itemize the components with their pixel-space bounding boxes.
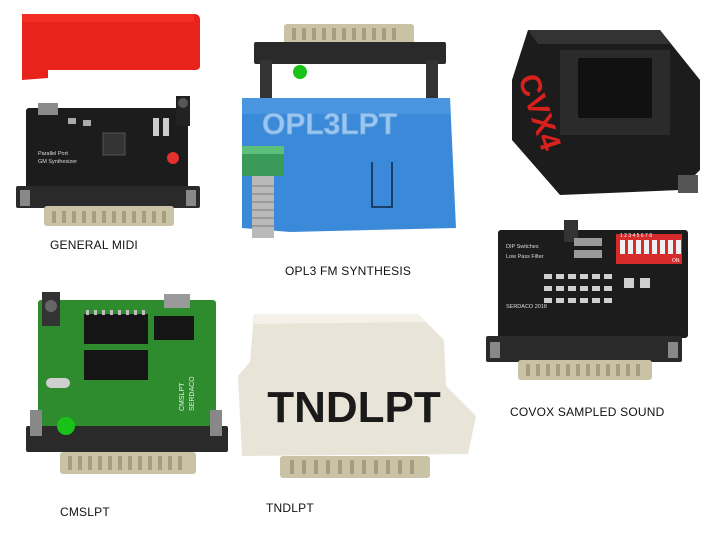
covox-board-text-3: SERDACO 2018 — [506, 304, 547, 310]
cvx4-photo: CVX4 — [511, 30, 700, 195]
caption-tndlpt: TNDLPT — [266, 501, 314, 515]
opl3-photo: OPL3LPT — [242, 24, 456, 238]
cmslpt-board-text-1: CMSLPT — [179, 382, 186, 411]
covox-db25-connector — [486, 336, 682, 380]
general-midi-photo: Parallel Port GM Synthesizer — [16, 14, 200, 226]
covox-pcb: 1 2 3 4 5 6 7 8 ON DIP Switches Low Pass… — [498, 220, 688, 338]
tndlpt-photo: TNDLPT — [238, 314, 476, 478]
cmslpt-db25-connector — [26, 410, 228, 474]
red-cover — [22, 14, 200, 80]
caption-cmslpt: CMSLPT — [60, 505, 110, 519]
tndlpt-db25-connector — [280, 456, 430, 478]
midi-board-text-1: Parallel Port — [38, 151, 68, 157]
caption-covox: COVOX SAMPLED SOUND — [510, 405, 665, 419]
green-dot — [293, 65, 307, 79]
tndlpt-case-text: TNDLPT — [267, 383, 441, 432]
cvx4-black-case: CVX4 — [511, 30, 700, 195]
covox-board-text-2: Low Pass Filter — [506, 254, 544, 260]
cmslpt-green-dot — [57, 417, 75, 435]
covox-on-label: ON — [672, 258, 680, 264]
cmslpt-pcb: CMSLPT SERDACO — [38, 292, 216, 432]
tndlpt-case: TNDLPT — [238, 314, 476, 456]
midi-db25-connector — [16, 186, 200, 226]
caption-general-midi: GENERAL MIDI — [50, 238, 138, 252]
opl3-blue-case: OPL3LPT — [242, 98, 456, 232]
covox-dip-numbers: 1 2 3 4 5 6 7 8 — [620, 233, 652, 239]
opl3-case-text: OPL3LPT — [262, 108, 397, 141]
cmslpt-photo: CMSLPT SERDACO — [26, 292, 228, 474]
midi-board-text-2: GM Synthesizer — [38, 159, 77, 165]
midi-pcb: Parallel Port GM Synthesizer — [26, 96, 190, 190]
caption-opl3: OPL3 FM SYNTHESIS — [285, 264, 412, 278]
covox-photo: 1 2 3 4 5 6 7 8 ON DIP Switches Low Pass… — [486, 220, 688, 380]
covox-board-text-1: DIP Switches — [506, 244, 539, 250]
opl3-db25-connector — [254, 24, 446, 100]
volume-knob — [242, 146, 284, 238]
cmslpt-board-text-2: SERDACO — [189, 376, 196, 411]
